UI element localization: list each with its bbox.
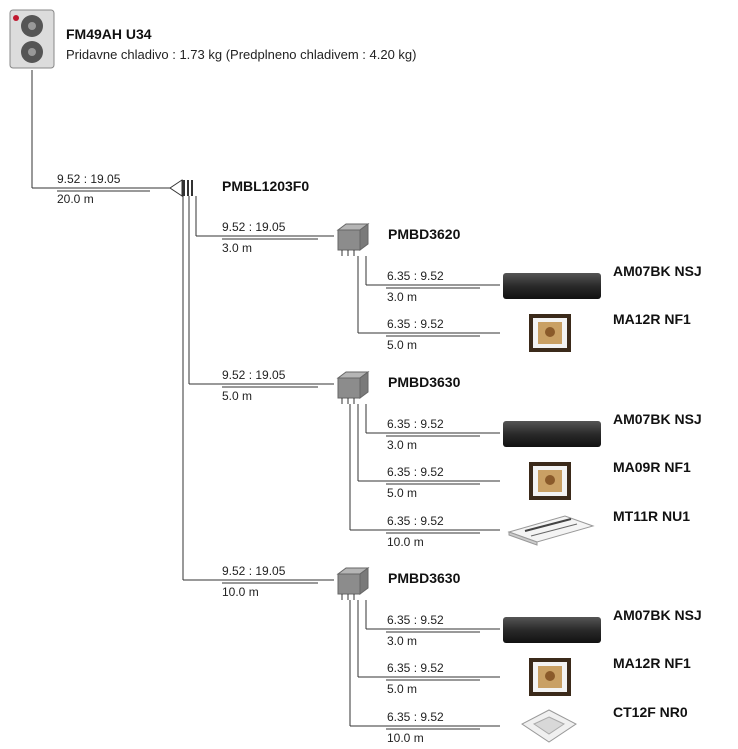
distributor-pipe-length: 3.0 m — [222, 241, 252, 255]
indoor-pipe-length: 10.0 m — [387, 731, 424, 745]
wall-unit-icon — [502, 271, 602, 301]
indoor-pipe-length: 5.0 m — [387, 486, 417, 500]
indoor-pipe-spec: 6.35 : 9.52 — [387, 269, 444, 283]
art-cool-unit-icon — [528, 657, 572, 697]
indoor-pipe-spec: 6.35 : 9.52 — [387, 417, 444, 431]
indoor-pipe-length: 5.0 m — [387, 682, 417, 696]
art-cool-unit-icon — [528, 313, 572, 353]
indoor-unit-model: AM07BK NSJ — [613, 411, 702, 427]
indoor-pipe-spec: 6.35 : 9.52 — [387, 661, 444, 675]
indoor-pipe-length: 5.0 m — [387, 338, 417, 352]
ceiling-unit-icon — [505, 512, 595, 546]
distributor-pipe-spec: 9.52 : 19.05 — [222, 564, 285, 578]
indoor-pipe-spec: 6.35 : 9.52 — [387, 317, 444, 331]
indoor-unit-model: MA12R NF1 — [613, 311, 691, 327]
distributor-model: PMBD3630 — [388, 570, 460, 586]
indoor-pipe-spec: 6.35 : 9.52 — [387, 514, 444, 528]
distributor-model: PMBD3620 — [388, 226, 460, 242]
indoor-unit-model: MA12R NF1 — [613, 655, 691, 671]
indoor-unit-model: AM07BK NSJ — [613, 263, 702, 279]
indoor-pipe-spec: 6.35 : 9.52 — [387, 613, 444, 627]
distributor-box-icon — [334, 222, 370, 256]
distributor-pipe-length: 5.0 m — [222, 389, 252, 403]
indoor-pipe-length: 3.0 m — [387, 634, 417, 648]
indoor-pipe-spec: 6.35 : 9.52 — [387, 710, 444, 724]
branch-joint-icon — [168, 176, 198, 200]
distributor-pipe-length: 10.0 m — [222, 585, 259, 599]
indoor-pipe-spec: 6.35 : 9.52 — [387, 465, 444, 479]
cassette-unit-icon — [520, 708, 578, 744]
distributor-pipe-spec: 9.52 : 19.05 — [222, 220, 285, 234]
wall-unit-icon — [502, 419, 602, 449]
distributor-pipe-spec: 9.52 : 19.05 — [222, 368, 285, 382]
art-cool-unit-icon — [528, 461, 572, 501]
distributor-box-icon — [334, 566, 370, 600]
indoor-pipe-length: 10.0 m — [387, 535, 424, 549]
indoor-unit-model: AM07BK NSJ — [613, 607, 702, 623]
indoor-unit-model: MT11R NU1 — [613, 508, 690, 524]
indoor-pipe-length: 3.0 m — [387, 438, 417, 452]
indoor-unit-model: MA09R NF1 — [613, 459, 691, 475]
indoor-unit-model: CT12F NR0 — [613, 704, 688, 720]
distributor-model: PMBD3630 — [388, 374, 460, 390]
wall-unit-icon — [502, 615, 602, 645]
distributor-box-icon — [334, 370, 370, 404]
indoor-pipe-length: 3.0 m — [387, 290, 417, 304]
